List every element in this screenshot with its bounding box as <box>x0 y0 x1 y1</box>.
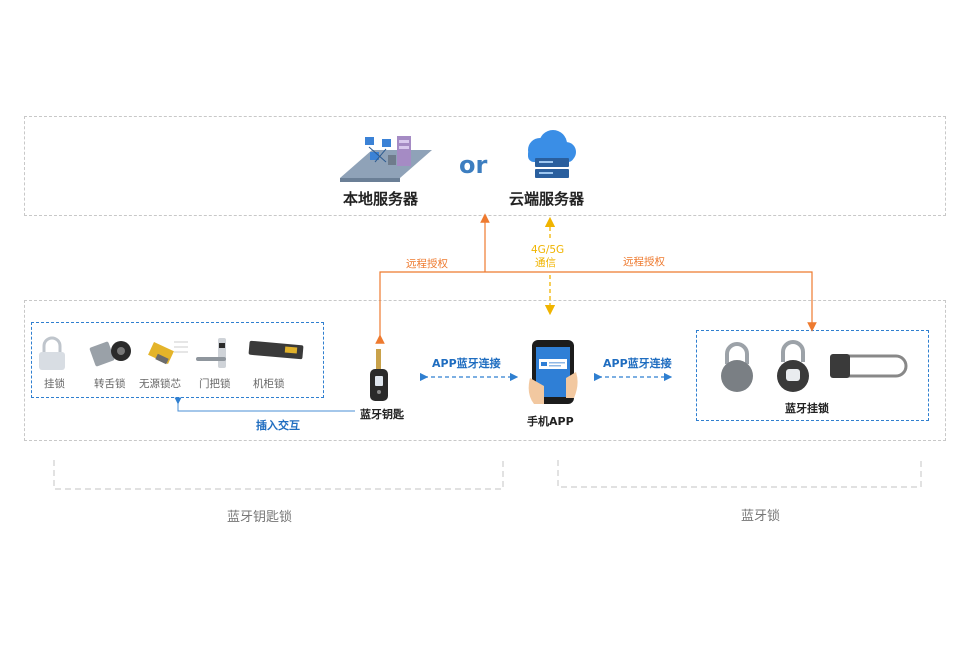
cabinet-lock-icon <box>248 340 304 360</box>
device-label-tongue-lock: 转舌锁 <box>94 378 126 390</box>
network-label-2: 通信 <box>535 257 556 269</box>
insert-interact-label: 插入交互 <box>256 419 300 432</box>
cloud-server-label: 云端服务器 <box>509 190 585 208</box>
left-group-label: 蓝牙钥匙锁 <box>227 510 293 525</box>
device-region <box>24 300 946 441</box>
right-group-label: 蓝牙锁 <box>741 509 781 524</box>
tongue-lock-icon <box>89 341 131 367</box>
bluetooth-key-label: 蓝牙钥匙 <box>360 408 404 421</box>
right-group-bracket <box>557 460 922 488</box>
bluetooth-link-label-left: APP蓝牙连接 <box>432 357 501 370</box>
remote-auth-line-left <box>375 271 485 344</box>
padlock-gray-icon <box>721 342 753 392</box>
or-text: or <box>459 151 488 179</box>
remote-auth-label-left: 远程授权 <box>406 258 448 270</box>
local-server-label: 本地服务器 <box>343 190 419 208</box>
door-handle-icon <box>196 338 226 368</box>
padlock-icon <box>39 336 65 370</box>
device-label-padlock: 挂锁 <box>44 378 65 390</box>
insert-interact-line <box>174 397 355 412</box>
device-label-door-handle: 门把锁 <box>199 378 231 390</box>
bluetooth-padlock-label: 蓝牙挂锁 <box>785 402 829 415</box>
device-label-passive-cylinder: 无源锁芯 <box>139 378 181 390</box>
device-label-cabinet-lock: 机柜锁 <box>253 378 285 390</box>
padlock-fingerprint-icon <box>777 340 809 392</box>
u-lock-icon <box>830 354 908 378</box>
bluetooth-link-label-right: APP蓝牙连接 <box>603 357 672 370</box>
remote-auth-label-right: 远程授权 <box>623 256 665 268</box>
passive-cylinder-icon <box>148 341 188 365</box>
phone-app-label: 手机APP <box>527 415 574 428</box>
left-group-bracket <box>53 460 504 490</box>
network-label-1: 4G/5G <box>531 244 565 256</box>
remote-auth-line-right <box>485 271 817 332</box>
